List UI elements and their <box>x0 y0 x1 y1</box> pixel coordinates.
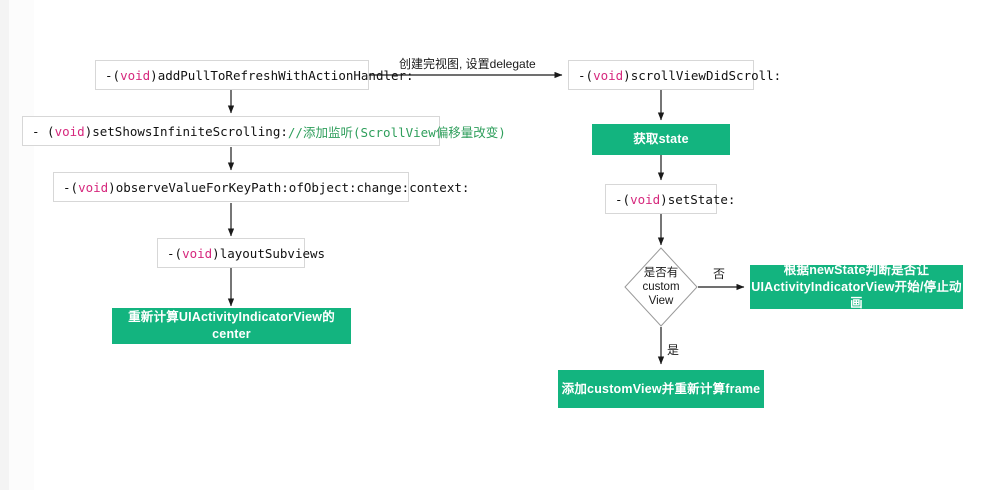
node-scroll-view-did-scroll[interactable]: -(void)scrollViewDidScroll: <box>568 60 781 90</box>
node-observe-value-for-keypath[interactable]: -(void)observeValueForKeyPath:ofObject:c… <box>53 172 469 202</box>
node-label: 添加customView并重新计算frame <box>561 381 761 396</box>
node-label-line-1: 根据newState判断是否让 <box>783 262 930 277</box>
edge-label-no: 否 <box>713 265 725 282</box>
code-prefix: - ( <box>32 123 55 139</box>
code-keyword-void: void <box>78 179 109 195</box>
code-prefix: -( <box>578 67 594 83</box>
code-keyword-void: void <box>120 67 151 83</box>
edge-label-text: 否 <box>713 267 726 281</box>
edge-label-text: 是 <box>667 343 680 357</box>
node-has-custom-view-decision[interactable]: 是否有 custom View <box>624 247 698 327</box>
node-add-custom-view[interactable]: 添加customView并重新计算frame <box>558 370 764 408</box>
node-set-shows-infinite-scrolling[interactable]: - (void)setShowsInfiniteScrolling://添加监听… <box>22 116 506 146</box>
page-margin-strip-inner <box>9 0 34 490</box>
node-label: 重新计算UIActivityIndicatorView的center <box>128 310 335 341</box>
code-comment: //添加监听(ScrollView偏移量改变) <box>287 124 506 140</box>
node-judge-new-state[interactable]: 根据newState判断是否让 UIActivityIndicatorView开… <box>750 262 963 310</box>
code-keyword-void: void <box>182 245 213 261</box>
code-suffix: )setShowsInfiniteScrolling: <box>84 123 288 139</box>
node-add-pull-to-refresh[interactable]: -(void)addPullToRefreshWithActionHandler… <box>95 60 414 90</box>
diamond-shape <box>624 247 698 327</box>
node-set-state[interactable]: -(void)setState: <box>605 184 735 214</box>
code-keyword-void: void <box>630 191 661 207</box>
node-get-state[interactable]: 获取state <box>592 124 730 155</box>
code-prefix: -( <box>615 191 631 207</box>
code-suffix: )setState: <box>660 191 736 207</box>
node-label-line-2: UIActivityIndicatorView开始/停止动画 <box>751 279 962 311</box>
edge-label-yes: 是 <box>667 341 679 358</box>
edge-label-text: 创建完视图, 设置delegate <box>399 57 536 71</box>
code-suffix: )observeValueForKeyPath:ofObject:change:… <box>108 179 470 195</box>
code-suffix: )layoutSubviews <box>212 245 326 261</box>
node-label: 是否有 custom View <box>642 266 680 307</box>
edge-label-create-view-set-delegate: 创建完视图, 设置delegate <box>399 55 536 72</box>
code-keyword-void: void <box>54 123 85 139</box>
node-layout-subviews[interactable]: -(void)layoutSubviews <box>157 238 325 268</box>
code-keyword-void: void <box>593 67 624 83</box>
page-margin-strip-outer <box>0 0 9 490</box>
code-prefix: -( <box>63 179 79 195</box>
code-prefix: -( <box>105 67 121 83</box>
node-label: 获取state <box>633 132 689 147</box>
node-recalc-indicator-center[interactable]: 重新计算UIActivityIndicatorView的center <box>112 308 351 344</box>
code-suffix: )scrollViewDidScroll: <box>623 67 782 83</box>
code-suffix: )addPullToRefreshWithActionHandler: <box>150 67 414 83</box>
code-prefix: -( <box>167 245 183 261</box>
